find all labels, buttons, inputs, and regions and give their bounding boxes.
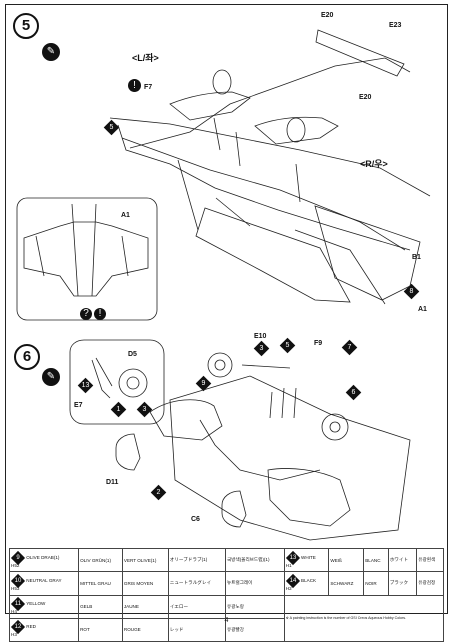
part-C6: C6 — [191, 516, 200, 523]
glue-icon: ✎ — [42, 43, 60, 61]
color-callout: 1 — [110, 401, 127, 418]
right-side-label: <R/우> — [360, 159, 388, 169]
color-callout: 5 — [279, 337, 296, 354]
paint-color-table: 9 OLIVE DRAB(1)H52 OLIV GRÜN(1) VERT OLI… — [8, 547, 445, 642]
part-E20-bottom: E20 — [359, 94, 372, 101]
part-E7: E7 — [74, 402, 83, 409]
left-side-label: <L/좌> — [132, 53, 159, 63]
part-D11: D11 — [106, 479, 119, 486]
part-D5: D5 — [128, 351, 137, 358]
color-callout: 8 — [403, 283, 420, 300]
instruction-page — [5, 4, 448, 614]
paint-note: ※ A painting instruction is the number o… — [283, 594, 445, 642]
color-callout: 5 — [103, 119, 120, 136]
color-callout: 3 — [136, 401, 153, 418]
part-A1: A1 — [418, 306, 427, 313]
part-E20-top: E20 — [321, 12, 334, 19]
color-callout: 13 — [77, 377, 94, 394]
part-F7: F7 — [144, 84, 153, 91]
detail-mark-icon: ? — [80, 308, 92, 320]
color-callout: 9 — [195, 375, 212, 392]
color-callout: 2 — [150, 484, 167, 501]
step-number-5: 5 — [13, 13, 39, 39]
color-callout: 7 — [341, 339, 358, 356]
part-B1: B1 — [412, 254, 421, 261]
part-A1-detail: A1 — [121, 212, 130, 219]
color-callout: 6 — [345, 384, 362, 401]
page-number: 4 — [224, 617, 229, 624]
part-E23: E23 — [389, 22, 402, 29]
glue-icon: ✎ — [42, 368, 60, 386]
warning-icon: ! — [128, 79, 141, 92]
part-F9: F9 — [314, 340, 323, 347]
color-callout: 3 — [253, 340, 270, 357]
part-E10: E10 — [254, 333, 267, 340]
step-number-6: 6 — [14, 344, 40, 370]
detail-mark-icon: ! — [94, 308, 106, 320]
